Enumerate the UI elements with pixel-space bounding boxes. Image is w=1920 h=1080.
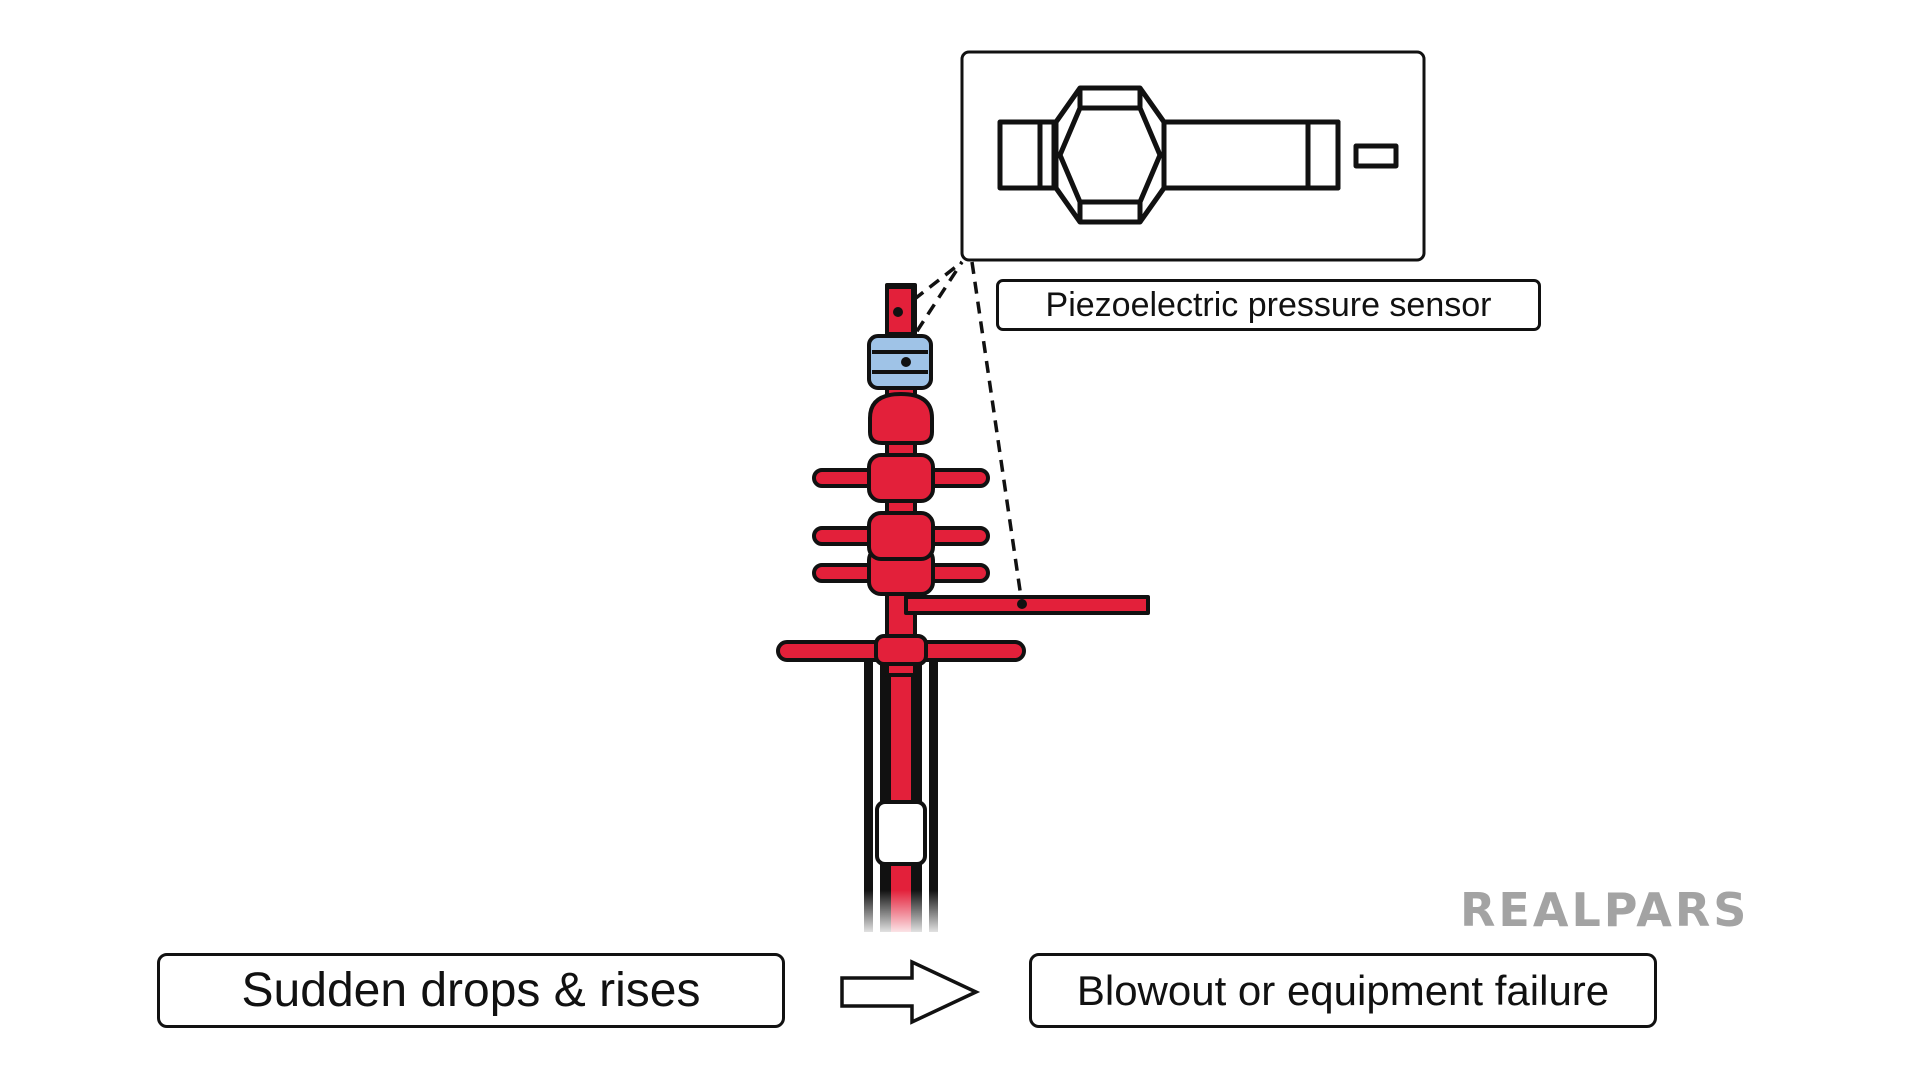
cause-label: Sudden drops & rises <box>157 953 785 1028</box>
casing-fade <box>850 890 960 938</box>
sensor-adapter <box>867 334 933 390</box>
arrow-right-icon <box>840 959 981 1025</box>
sensor-detail-inset <box>960 50 1426 262</box>
downhole-tool <box>875 800 927 866</box>
realpars-logo: REALPARS <box>1460 883 1750 937</box>
callout-lines <box>896 260 1024 605</box>
wellhead-icon <box>776 283 1150 932</box>
pressure-sensor-icon <box>997 85 1399 225</box>
side-outlet-pipe <box>904 595 1150 615</box>
callout-dots <box>893 307 1027 609</box>
effect-label: Blowout or equipment failure <box>1029 953 1657 1028</box>
sensor-label: Piezoelectric pressure sensor <box>996 279 1541 331</box>
